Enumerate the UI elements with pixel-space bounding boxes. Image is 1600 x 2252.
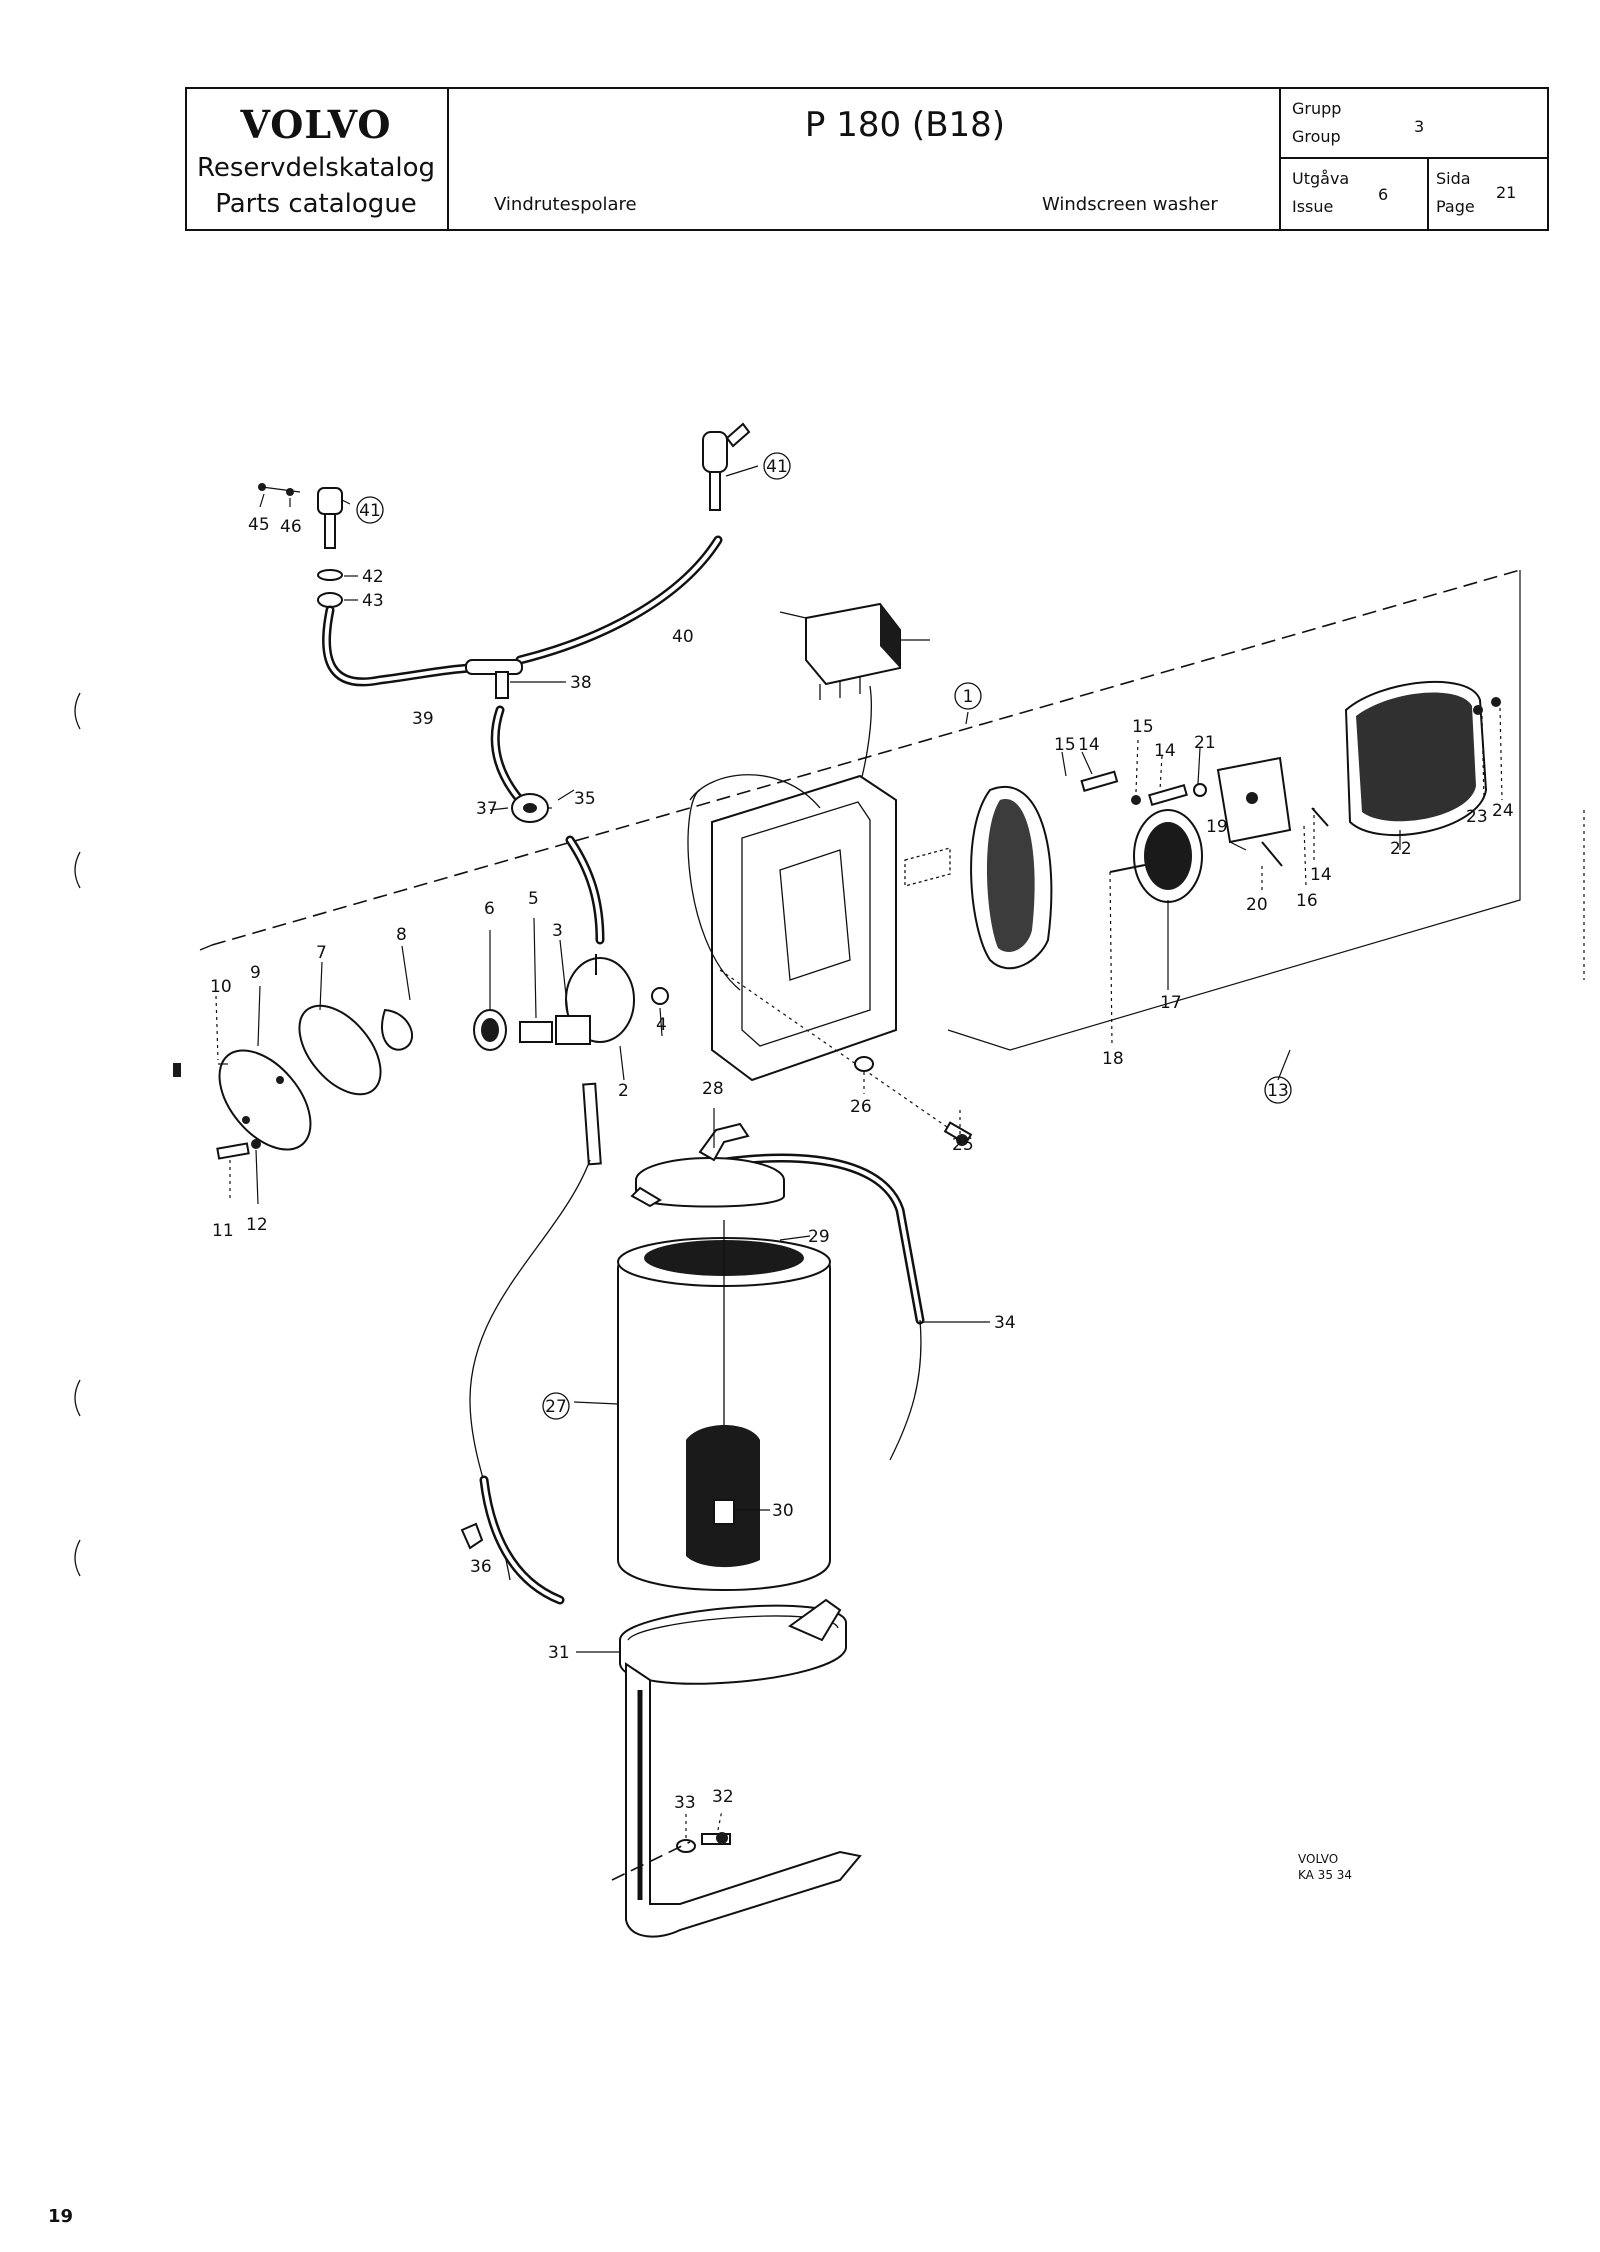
callout-circle [542,1392,570,1420]
callout-2: 2 [618,1081,629,1101]
callout-35: 35 [574,789,596,809]
header-block: VOLVO Reservdelskatalog Parts catalogue … [185,87,1549,231]
callout-29: 29 [808,1227,830,1247]
callout-27: 27 [545,1397,567,1417]
callout-6: 6 [484,899,495,919]
subject-sv: Vindrutespolare [494,194,637,215]
sheet-number: 19 [48,2206,73,2227]
callout-8: 8 [396,925,407,945]
callout-17: 17 [1160,993,1182,1013]
left-nozzle [258,483,343,608]
callout-16: 16 [1296,891,1318,911]
drawing-code-line1: VOLVO [1298,1852,1338,1866]
callout-44: 45 [248,515,270,535]
callout-41a: 41 [359,501,381,521]
issue-label-en: Issue [1292,197,1333,216]
callout-31: 31 [548,1643,570,1663]
callout-19: 19 [1206,817,1228,837]
callout-36: 36 [470,1557,492,1577]
brand-logo: VOLVO [239,102,391,147]
reservoir-bracket [611,1598,862,1938]
callout-28: 28 [702,1079,724,1099]
subject-en: Windscreen washer [1042,194,1218,215]
callout-7: 7 [316,943,327,963]
catalog-title-en: Parts catalogue [215,189,417,219]
right-nozzle [702,422,751,511]
group-label-sv: Grupp [1292,99,1341,118]
pump-frame [687,774,897,1082]
mount-screws [719,969,973,1146]
reservoir [460,1122,925,1605]
callout-14c: 14 [1310,865,1332,885]
callout-circle [954,682,982,710]
group13-bracket [947,570,1521,1051]
callout-37: 37 [476,799,498,819]
callout-38: 38 [570,673,592,693]
pump-head [173,954,669,1166]
group-value: 3 [1414,117,1424,136]
callout-41b: 41 [766,457,788,477]
callout-4: 4 [656,1015,667,1035]
callout-circle [356,496,384,524]
exploded-view: 45 46 41 42 43 41 40 38 39 37 35 1 15 14… [173,422,1521,1938]
callout-23: 23 [1466,807,1488,827]
issue-label-sv: Utgåva [1292,169,1349,188]
callout-33: 33 [674,1793,696,1813]
callout-15a: 15 [1054,735,1076,755]
control-unit [779,602,901,821]
t-piece [465,659,523,675]
callout-24: 24 [1492,801,1514,821]
motor-assembly [904,680,1501,970]
callout-32: 32 [712,1787,734,1807]
callout-34: 34 [994,1313,1016,1333]
group-label-en: Group [1292,127,1341,146]
callout-circle [763,452,791,480]
callout-12: 12 [246,1215,268,1235]
page-value: 21 [1496,183,1516,202]
nozzle-hoses [322,535,723,945]
callout-circle [1264,1076,1292,1104]
callout-43: 43 [362,591,384,611]
drawing-code-line2: KA 35 34 [1298,1868,1352,1882]
catalog-title-sv: Reservdelskatalog [197,153,435,183]
callout-11: 11 [212,1221,234,1241]
callout-1: 1 [963,687,974,707]
binder-marks [74,692,1585,1577]
callout-14b: 14 [1154,741,1176,761]
callout-3: 3 [552,921,563,941]
page-label-sv: Sida [1436,169,1471,188]
callout-42: 42 [362,567,384,587]
callout-15b: 15 [1132,717,1154,737]
callout-40: 40 [672,627,694,647]
callout-13: 13 [1267,1081,1289,1101]
callout-26: 26 [850,1097,872,1117]
callout-25: 25 [952,1135,974,1155]
callout-22: 22 [1390,839,1412,859]
callout-30: 30 [772,1501,794,1521]
callout-10: 10 [210,977,232,997]
model-title: P 180 (B18) [805,105,1005,145]
issue-value: 6 [1378,185,1388,204]
callout-9: 9 [250,963,261,983]
callout-14a: 14 [1078,735,1100,755]
callout-labels: 45 46 41 42 43 41 40 38 39 37 35 1 15 14… [210,452,1514,1813]
leader-lines [215,465,1503,1838]
callout-5: 5 [528,889,539,909]
callout-20: 20 [1246,895,1268,915]
callout-18: 18 [1102,1049,1124,1069]
callout-39: 39 [412,709,434,729]
callout-21: 21 [1194,733,1216,753]
callout-45: 46 [280,517,302,537]
page-label-en: Page [1436,197,1475,216]
